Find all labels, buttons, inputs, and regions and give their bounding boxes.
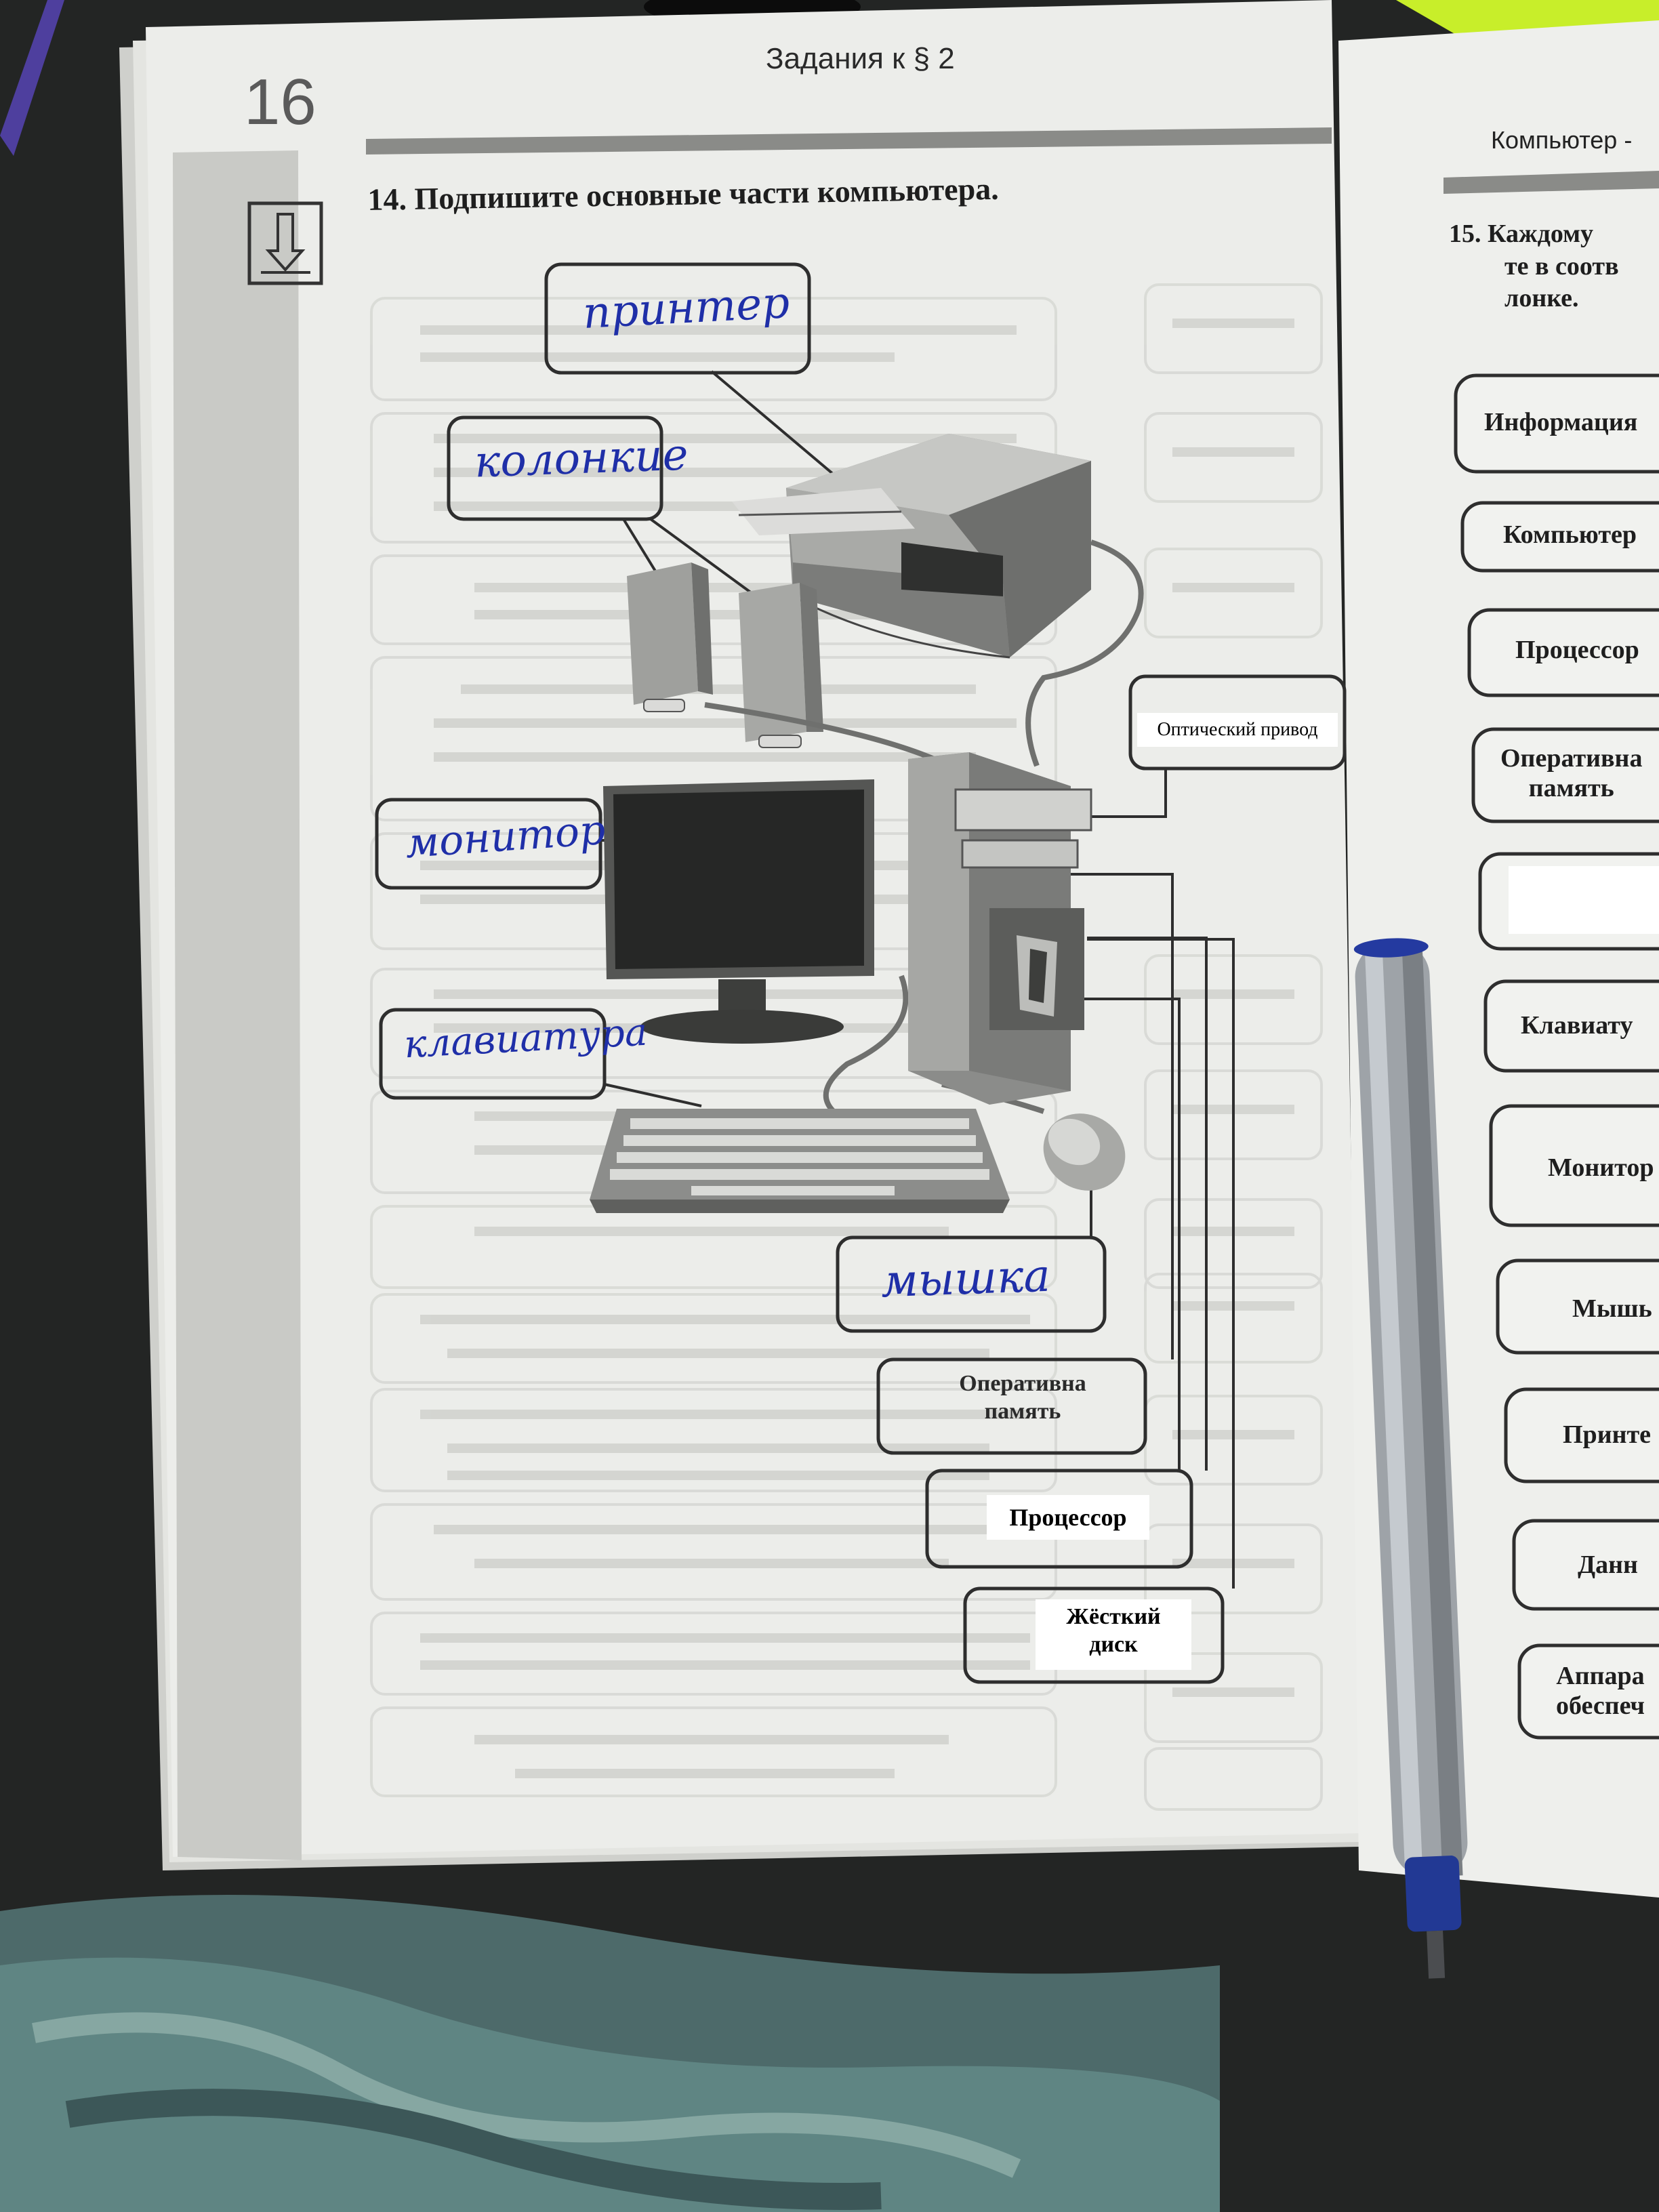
system-unit-illustration	[908, 752, 1092, 1105]
hdd-label-box	[963, 1586, 1225, 1684]
rp-box-5-covered	[1509, 866, 1659, 934]
page-header: Задания к § 2	[766, 42, 955, 75]
rp-box-8	[1496, 1258, 1659, 1355]
pen	[1353, 938, 1468, 1979]
keyboard-label-box	[379, 1008, 607, 1100]
rp-box-9	[1504, 1387, 1659, 1483]
rp-item-9: Принте	[1563, 1420, 1652, 1449]
rp-item-8: Мышь	[1572, 1294, 1652, 1323]
rp-item-7: Монитор	[1548, 1153, 1654, 1182]
rp-box-6	[1483, 979, 1659, 1073]
speakers-label-box	[447, 415, 663, 521]
mouse-label-box	[836, 1235, 1107, 1333]
task15-line1: 15. Каждому	[1449, 218, 1619, 251]
hdd-label: Жёсткий диск	[1036, 1599, 1191, 1670]
cpu-label-box	[925, 1469, 1193, 1569]
page-number: 16	[244, 66, 316, 138]
rp-box-1	[1454, 373, 1659, 474]
rp-box-10	[1512, 1519, 1659, 1611]
purple-pen	[0, 0, 64, 156]
ram-label-line1: Оперативна	[959, 1371, 1086, 1396]
rp-item-11: Аппара обеспеч	[1556, 1662, 1645, 1720]
hdd-label-line2: диск	[1089, 1631, 1138, 1657]
optical-drive-label-box	[1128, 674, 1347, 771]
ram-label-line2: память	[984, 1398, 1061, 1424]
rp-item-10: Данн	[1578, 1551, 1638, 1579]
ram-label-box	[876, 1357, 1147, 1455]
mouse-label: мышка	[880, 1249, 1052, 1308]
printer-illustration	[732, 434, 1091, 659]
speakers-label: колонкие	[473, 430, 689, 488]
task15-line2: те в соотв	[1504, 251, 1619, 281]
task15-title: 15. Каждому те в соотв лонке.	[1449, 218, 1619, 315]
hdd-label-line1: Жёсткий	[1066, 1604, 1161, 1629]
keyboard-illustration	[590, 1109, 1010, 1213]
task15-text-1: Каждому	[1488, 220, 1593, 248]
optical-drive-label: Оптический привод	[1137, 713, 1338, 747]
rp-box-11	[1517, 1643, 1659, 1740]
mouse-illustration	[1043, 1113, 1126, 1191]
rp-item-1: Информация	[1484, 408, 1638, 436]
rp-item-6: Клавиату	[1521, 1011, 1633, 1040]
monitor-label-box	[375, 798, 602, 890]
ram-label: Оперативна память	[938, 1370, 1107, 1426]
rp-item-2: Компьютер	[1503, 520, 1637, 549]
rp-item-4: Оперативна память	[1500, 744, 1643, 802]
rp-box-2	[1460, 501, 1659, 573]
speakers-illustration	[627, 562, 823, 748]
task-icon	[247, 201, 323, 285]
cpu-label: Процессор	[987, 1495, 1149, 1540]
rp-box-3	[1467, 608, 1659, 697]
rp-box-7	[1489, 1104, 1659, 1227]
right-page-header: Компьютер -	[1491, 126, 1633, 154]
task15-number: 15.	[1449, 220, 1481, 248]
rp-item-3: Процессор	[1515, 636, 1639, 664]
printer-label-box	[544, 262, 811, 375]
rp-box-4	[1471, 727, 1659, 823]
monitor-illustration	[603, 779, 874, 1044]
task15-line3: лонке.	[1504, 284, 1579, 312]
